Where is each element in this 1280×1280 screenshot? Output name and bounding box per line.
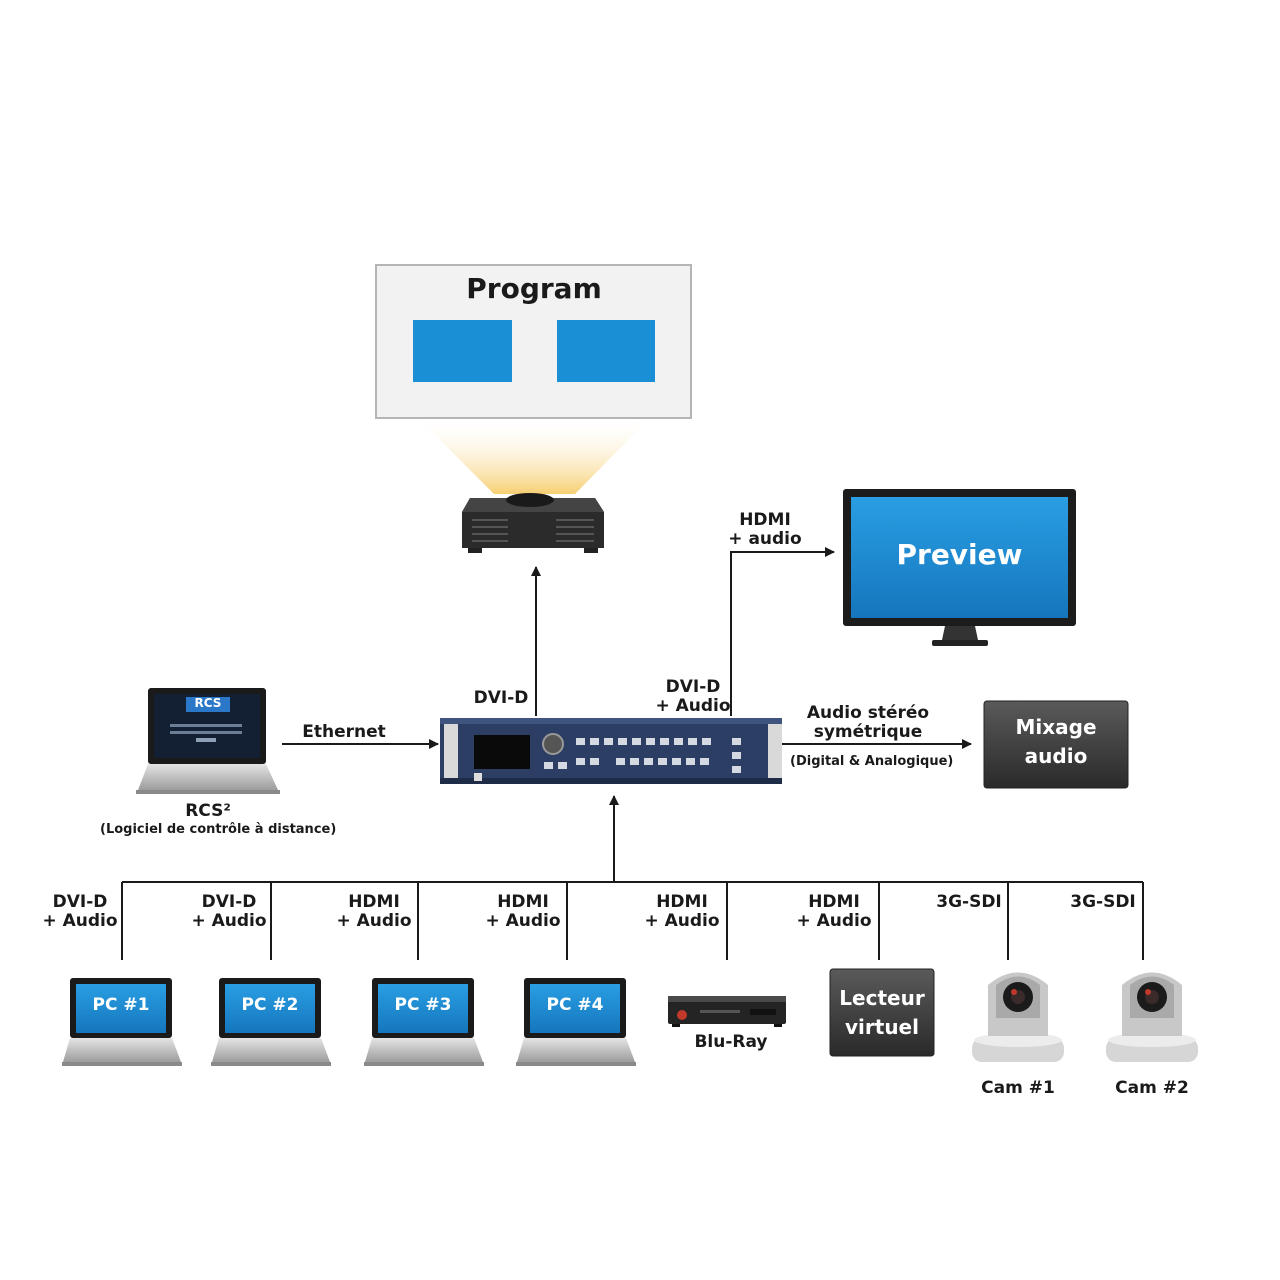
lecteur-virtuel-box [829,968,935,1057]
projector-beam [420,420,648,494]
lecteur-virtuel-label: Lecteur virtuel [839,986,925,1039]
bluray-label: Blu-Ray [694,1032,768,1052]
label-audio-out: Audio stéréo symétrique [806,703,930,742]
rcs-description: (Logiciel de contrôle à distance) [100,822,337,837]
input-signal-cam2: 3G-SDI [1070,892,1136,912]
label-audio-out-note: (Digital & Analogique) [790,754,954,769]
preview-label: Preview [896,538,1023,571]
label-to-projector: DVI-D [473,688,529,708]
label-to-preview: HDMI + audio [728,510,802,549]
line-switcher-to-preview [730,547,835,716]
pc4-label: PC #4 [546,995,604,1015]
pc1-label: PC #1 [92,995,150,1015]
cam1-camera [972,972,1064,1062]
preview-monitor [843,489,1076,646]
rcs-screen-logo: RCS [194,696,222,710]
mixage-audio-box [983,700,1129,789]
input-signal-lecteur: HDMI+ Audio [796,892,872,931]
cam2-label: Cam #2 [1115,1078,1189,1098]
input-signal-bluray: HDMI+ Audio [644,892,720,931]
label-dvi-audio-out: DVI-D + Audio [655,677,731,716]
cam1-label: Cam #1 [981,1078,1055,1098]
bluray-player [668,996,786,1027]
switcher-knob [542,733,564,755]
rcs-name: RCS² [185,801,231,821]
input-signal-cam1: 3G-SDI [936,892,1002,912]
label-ethernet: Ethernet [302,722,386,742]
projector-icon [462,493,604,553]
pc2-laptop [211,978,331,1066]
program-title: Program [466,272,602,305]
cam2-camera [1106,972,1198,1062]
input-signal-pc1: DVI-D+ Audio [42,892,118,931]
switcher-device [440,718,782,784]
rcs-laptop [136,688,280,794]
pc1-laptop [62,978,182,1066]
switcher-display [474,735,530,769]
input-signal-pc2: DVI-D+ Audio [191,892,267,931]
program-window-left [413,320,512,382]
program-screen [375,264,692,419]
pc2-label: PC #2 [241,995,299,1015]
program-window-right [557,320,655,382]
pc3-laptop [364,978,484,1066]
input-signal-pc3: HDMI+ Audio [336,892,412,931]
mixage-label: Mixage audio [1015,715,1097,768]
pc3-label: PC #3 [394,995,452,1015]
input-signal-pc4: HDMI+ Audio [485,892,561,931]
pc4-laptop [516,978,636,1066]
